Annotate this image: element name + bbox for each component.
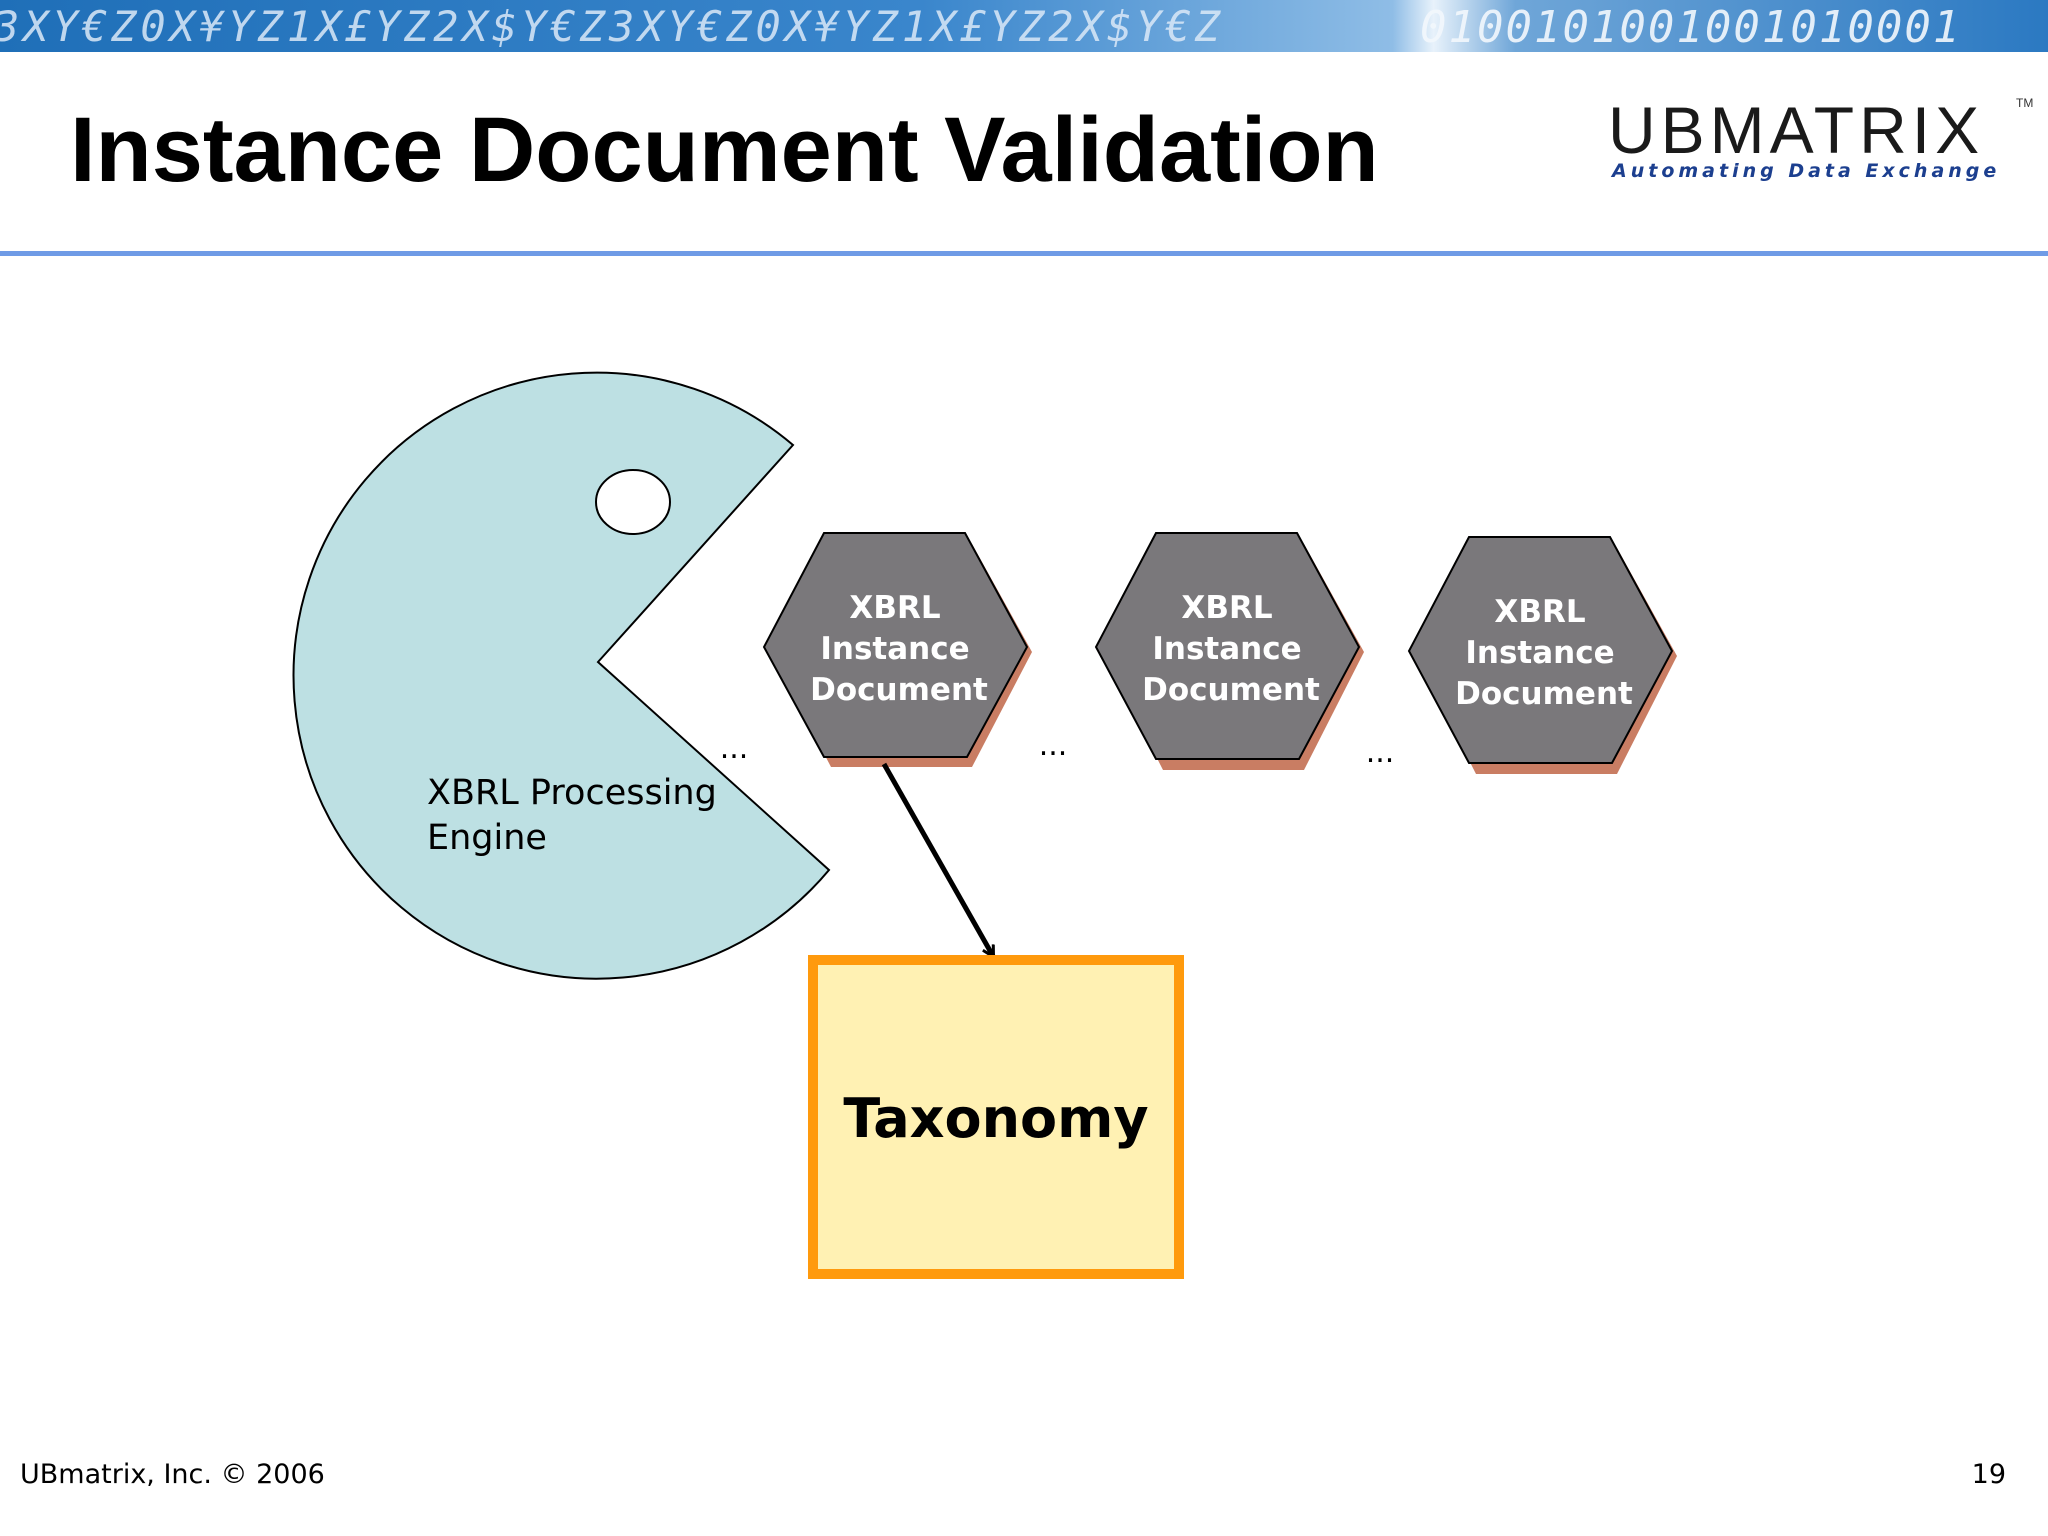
reference-arrow: [881, 762, 996, 956]
logo-tagline: Automating Data Exchange: [1612, 160, 2001, 182]
ellipsis-1: ...: [720, 731, 749, 766]
hexagon-shape: [1094, 532, 1361, 760]
hexagon-shape: [762, 532, 1029, 758]
processing-engine-shape: [292, 371, 831, 980]
engine-eye: [595, 469, 671, 535]
instance-document-2: XBRL Instance Document: [1094, 532, 1364, 770]
document-label-line3: Document: [810, 672, 988, 708]
instance-document-3: XBRL Instance Document: [1407, 536, 1677, 774]
instance-document-1: XBRL Instance Document: [762, 532, 1032, 767]
taxonomy-label: Taxonomy: [843, 1087, 1148, 1150]
document-label-line3: Document: [1455, 676, 1633, 712]
title-divider: [0, 251, 2048, 256]
document-label-line2: Instance: [1152, 631, 1301, 667]
banner-binary: 0100101001001010001: [1420, 2, 1962, 52]
header-banner: 3XY€Z0X¥YZ1X£YZ2X$Y€Z3XY€Z0X¥YZ1X£YZ2X$Y…: [0, 0, 2048, 52]
logo-trademark: TM: [2016, 96, 2034, 110]
ellipsis-3: ...: [1366, 735, 1395, 770]
document-label-line3: Document: [1142, 672, 1320, 708]
ubmatrix-logo: UBMATRIX TM Automating Data Exchange: [1608, 92, 2033, 192]
document-label-line1: XBRL: [849, 590, 940, 626]
page-title: Instance Document Validation: [70, 99, 1379, 201]
document-label-line2: Instance: [1465, 635, 1614, 671]
banner-symbols: 3XY€Z0X¥YZ1X£YZ2X$Y€Z3XY€Z0X¥YZ1X£YZ2X$Y…: [0, 2, 1225, 51]
page-number: 19: [1971, 1459, 2006, 1490]
ellipsis-2: ...: [1039, 728, 1068, 763]
document-label-line2: Instance: [820, 631, 969, 667]
document-label-line1: XBRL: [1494, 594, 1585, 630]
logo-name: UBMATRIX: [1608, 93, 1985, 167]
footer-copyright: UBmatrix, Inc. © 2006: [20, 1459, 325, 1490]
engine-label-line2: Engine: [427, 818, 547, 858]
engine-label-line1: XBRL Processing: [427, 773, 717, 813]
document-label-line1: XBRL: [1181, 590, 1272, 626]
taxonomy-box: [808, 955, 1184, 1279]
hexagon-shape: [1407, 536, 1674, 764]
